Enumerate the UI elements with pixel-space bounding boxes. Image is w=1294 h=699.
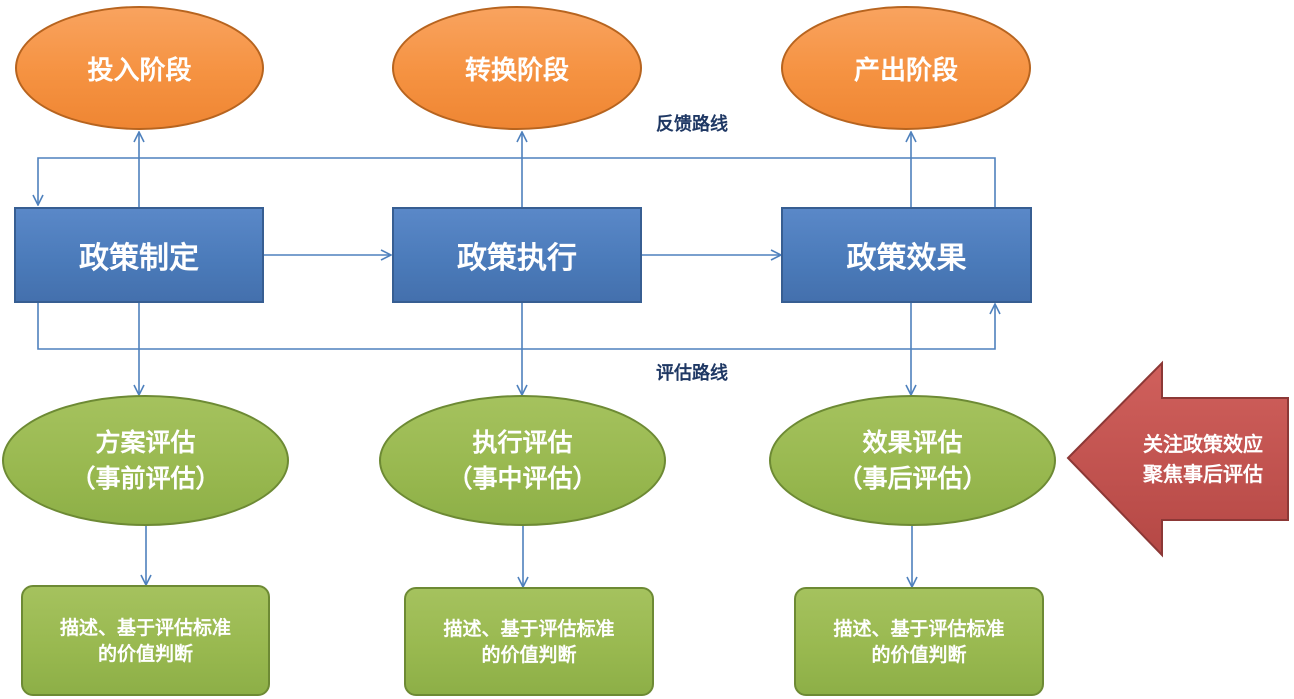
feedback-route-line: [38, 157, 996, 207]
effect-evaluation-title: 效果评估: [862, 427, 963, 457]
callout-line1: 关注政策效应: [1143, 432, 1263, 456]
execution-judgment-line1: 描述、基于评估标准: [443, 617, 615, 640]
stage-output-label: 产出阶段: [853, 55, 958, 86]
evaluation-route-line: [37, 302, 995, 350]
execution-evaluation-ellipse: 执行评估 （事中评估）: [379, 395, 666, 526]
plan-judgment-box: 描述、基于评估标准 的价值判断: [21, 585, 270, 696]
callout-text: 关注政策效应 聚焦事后评估: [1118, 429, 1288, 489]
callout-line2: 聚焦事后评估: [1143, 462, 1263, 486]
execution-judgment-line2: 的价值判断: [481, 643, 577, 666]
process-effect-label: 政策效果: [846, 241, 967, 276]
process-effect-box: 政策效果: [781, 207, 1032, 303]
execution-judgment-box: 描述、基于评估标准 的价值判断: [404, 587, 654, 696]
stage-input-label: 投入阶段: [87, 55, 192, 86]
stage-transform-ellipse: 转换阶段: [392, 6, 642, 130]
process-execution-box: 政策执行: [392, 207, 642, 303]
process-formulation-box: 政策制定: [14, 207, 264, 303]
process-formulation-label: 政策制定: [79, 241, 199, 276]
plan-judgment-line1: 描述、基于评估标准: [59, 616, 231, 639]
stage-output-ellipse: 产出阶段: [781, 6, 1031, 130]
execution-evaluation-title: 执行评估: [472, 427, 573, 457]
effect-judgment-line2: 的价值判断: [871, 643, 967, 666]
plan-evaluation-title: 方案评估: [95, 427, 196, 457]
execution-evaluation-subtitle: （事中评估）: [447, 463, 598, 493]
effect-judgment-box: 描述、基于评估标准 的价值判断: [794, 587, 1044, 696]
feedback-route-label: 反馈路线: [656, 114, 728, 135]
effect-judgment-line1: 描述、基于评估标准: [833, 617, 1005, 640]
plan-judgment-line2: 的价值判断: [97, 642, 193, 665]
stage-transform-label: 转换阶段: [464, 55, 569, 86]
plan-evaluation-subtitle: （事前评估）: [70, 463, 221, 493]
effect-evaluation-ellipse: 效果评估 （事后评估）: [769, 395, 1056, 526]
process-execution-label: 政策执行: [457, 241, 577, 276]
stage-input-ellipse: 投入阶段: [15, 6, 264, 130]
plan-evaluation-ellipse: 方案评估 （事前评估）: [2, 395, 289, 526]
evaluation-route-label: 评估路线: [656, 363, 728, 384]
effect-evaluation-subtitle: （事后评估）: [837, 463, 988, 493]
callout-arrow: [1066, 360, 1289, 558]
